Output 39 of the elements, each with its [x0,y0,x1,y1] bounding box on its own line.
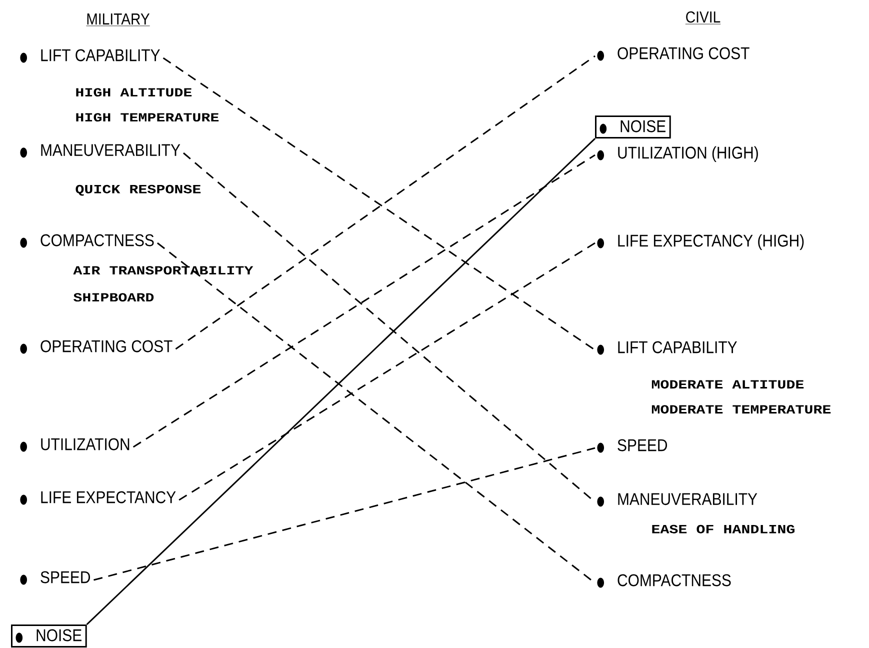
node-label: AIR TRANSPORTABILITY SHIPBOARD [73,266,254,302]
node-label: EASE OF HANDLING [652,524,794,534]
connector-line [132,154,596,448]
list-item: LIFT CAPABILITY MODERATE ALTITUDE MODERATE TEMPERATURE [597,341,831,414]
list-item: MANEUVERABILITY EASE OF HANDLING [597,493,794,534]
node-label: SPEED [618,439,668,452]
node-label: LIFE EXPECTANCY [41,491,176,504]
list-item: LIFT CAPABILITY HIGH ALTITUDE HIGH TEMPERATURE [20,49,219,122]
list-item: COMPACTNESS AIR TRANSPORTABILITY SHIPBOARD [20,234,254,302]
list-item: SPEED [597,439,667,453]
list-item: LIFE EXPECTANCY [20,491,176,505]
node-label: LIFT CAPABILITY [41,49,160,62]
list-item: COMPACTNESS [597,574,731,588]
node-label: OPERATING COST [40,340,172,352]
node-label: OPERATING COST [618,47,750,60]
node-label: COMPACTNESS [40,234,154,246]
list-item: MANEUVERABILITY QUICK RESPONSE [20,144,201,196]
list-item: OPERATING COST [20,340,172,354]
node-label: HIGH ALTITUDE HIGH TEMPERATURE [76,88,219,122]
list-item: SPEED [20,571,90,585]
node-label: COMPACTNESS [618,574,731,586]
connector-line [86,138,596,626]
node-label: MANEUVERABILITY [41,144,180,156]
list-item: UTILIZATION [20,438,130,452]
node-label: SPEED [40,571,90,584]
node-label: QUICK RESPONSE [76,184,201,196]
node-label: MODERATE ALTITUDE MODERATE TEMPERATURE [652,380,831,414]
column-heading: MILITARY [86,14,150,26]
boxed-list-item: NOISE [11,624,87,648]
list-item: OPERATING COST [597,47,750,61]
column-heading: CIVIL [685,11,721,24]
boxed-list-item: NOISE [595,115,671,139]
node-label: LIFT CAPABILITY [618,341,737,354]
list-item: LIFE EXPECTANCY (HIGH) [597,234,804,250]
connector-line [178,242,596,501]
connector-line [94,447,596,581]
node-label: MANEUVERABILITY [618,493,758,506]
list-item: UTILIZATION (HIGH) [597,146,758,162]
node-label: UTILIZATION [41,438,130,450]
